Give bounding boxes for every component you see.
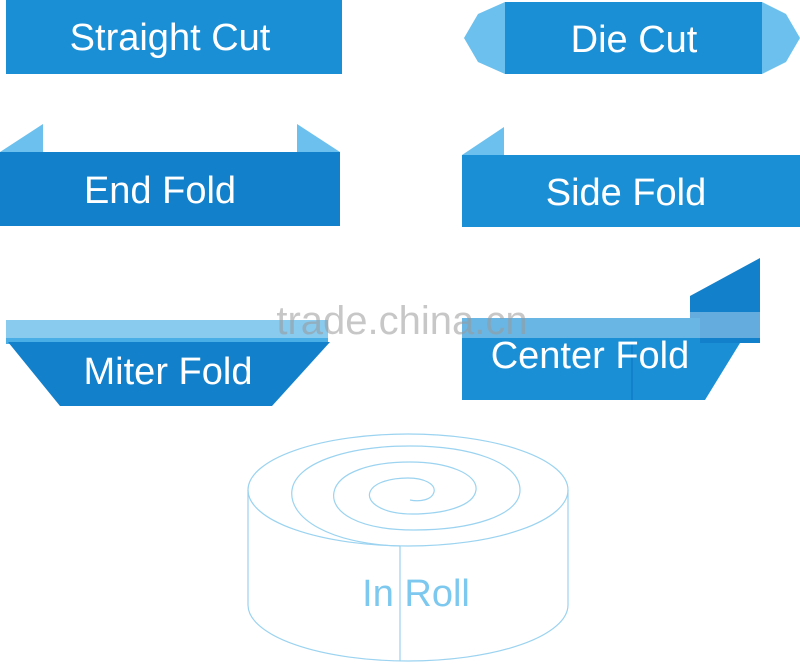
in-roll-text: In Roll xyxy=(362,573,470,615)
miter-fold-shape xyxy=(8,342,330,406)
side-fold-shape xyxy=(462,155,800,227)
miter-fold-top-band xyxy=(6,320,328,344)
die-cut-label: Die Cut xyxy=(464,2,800,74)
center-fold-flap xyxy=(690,258,760,343)
die-cut-left-notch xyxy=(464,2,505,74)
die-cut-right-notch xyxy=(762,2,800,74)
end-fold-label: End Fold xyxy=(0,124,340,226)
watermark-band xyxy=(0,312,800,338)
side-fold-label: Side Fold xyxy=(462,127,800,227)
center-fold-back xyxy=(632,343,740,400)
roll-spiral xyxy=(291,445,521,547)
miter-fold-label: Miter Fold xyxy=(6,320,330,406)
center-fold-label: Center Fold xyxy=(462,258,760,400)
end-fold-text: End Fold xyxy=(84,170,236,212)
watermark-text: trade.china.cn xyxy=(276,299,527,343)
end-fold-right-flap xyxy=(297,124,340,152)
side-fold-text: Side Fold xyxy=(546,172,707,214)
in-roll-illustration: In Roll xyxy=(247,433,569,662)
die-cut-text: Die Cut xyxy=(571,19,698,61)
miter-fold-text: Miter Fold xyxy=(84,351,253,393)
straight-cut-label: Straight Cut xyxy=(6,0,342,74)
die-cut-shape xyxy=(505,2,762,74)
center-fold-text: Center Fold xyxy=(491,335,690,377)
end-fold-left-flap xyxy=(0,124,43,152)
roll-bottom-curve xyxy=(247,604,569,662)
straight-cut-shape xyxy=(6,0,342,74)
straight-cut-text: Straight Cut xyxy=(70,17,271,59)
side-fold-flap xyxy=(462,127,504,155)
end-fold-shape xyxy=(0,152,340,226)
